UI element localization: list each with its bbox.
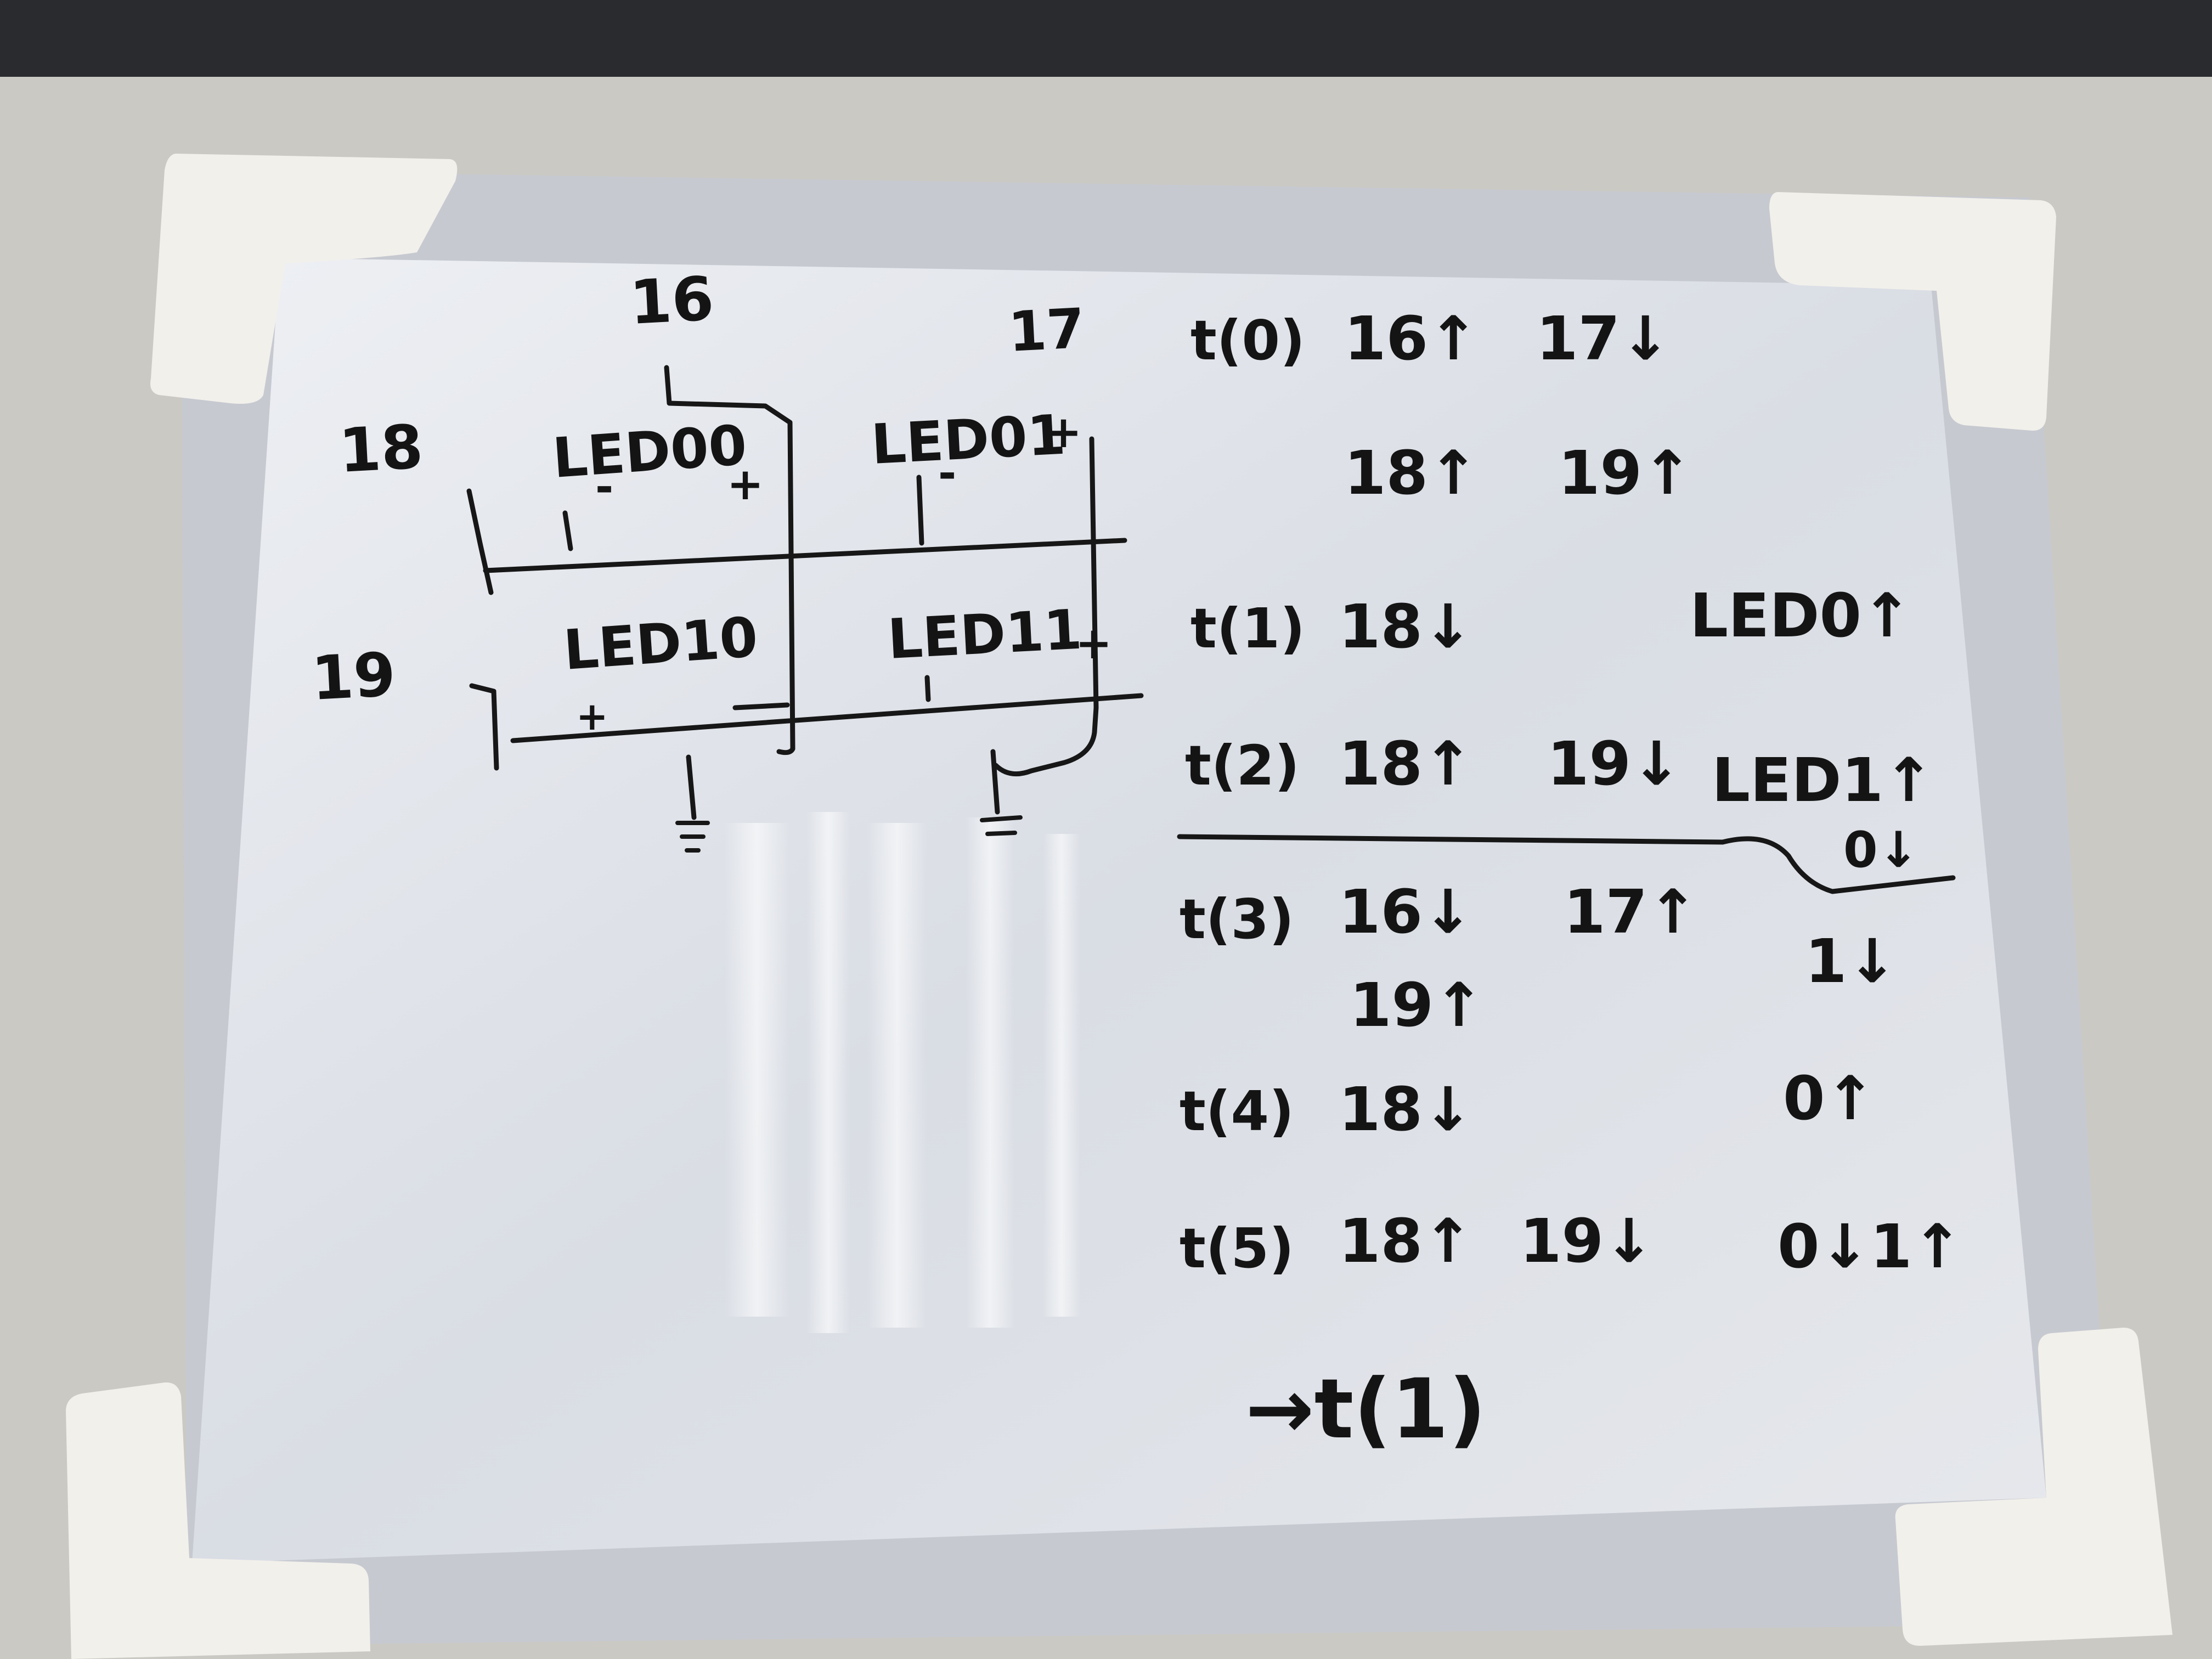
t3-item-3: 19↑ xyxy=(1350,970,1484,1040)
t4-item-1: 18↓ xyxy=(1339,1074,1473,1144)
t2-result: LED1↑ xyxy=(1712,745,1934,815)
corner-bottom-left xyxy=(66,1382,370,1659)
t0-item-4: 19↑ xyxy=(1558,438,1692,508)
timeline-notes: t(0) 16↑ 17↓ 18↑ 19↑ t(1) 18↓ LED0↑ t(2)… xyxy=(1177,303,1962,1457)
note-after-t2: 0↓ xyxy=(1843,821,1919,879)
light-glare xyxy=(724,812,1081,1333)
led11-lead xyxy=(924,675,931,702)
t5-item-2: 19↓ xyxy=(1520,1206,1654,1276)
divider-line xyxy=(1177,834,1956,894)
t1-result: LED0↑ xyxy=(1690,580,1912,651)
t0-item-2: 17↓ xyxy=(1536,303,1671,374)
led01-plus: + xyxy=(1045,407,1082,458)
led01-minus: - xyxy=(938,448,956,499)
t3-item-1: 16↓ xyxy=(1339,877,1473,947)
t1-time: t(1) xyxy=(1190,596,1305,661)
pin-18-label: 18 xyxy=(337,411,425,486)
t0-item-3: 18↑ xyxy=(1344,438,1479,508)
t5-item-1: 18↑ xyxy=(1339,1206,1473,1276)
pin-16-label: 16 xyxy=(628,263,716,338)
dark-device-edge xyxy=(0,0,2212,77)
wire-row19 xyxy=(510,693,1144,743)
pin-19-label: 19 xyxy=(310,639,398,714)
t0-time: t(0) xyxy=(1190,308,1305,373)
t3-result: 1↓ xyxy=(1805,926,1898,996)
led00-lead xyxy=(562,510,573,551)
ground-left-symbol xyxy=(675,821,710,853)
wire-row19-left xyxy=(469,683,499,771)
t0-item-1: 16↑ xyxy=(1344,303,1479,374)
ground-right-wire xyxy=(990,749,1000,815)
t2-time: t(2) xyxy=(1185,733,1300,798)
ground-right-symbol xyxy=(980,815,1023,836)
t3-time: t(3) xyxy=(1180,887,1294,951)
led01-label: LED01 xyxy=(870,403,1067,477)
wire-pin17 xyxy=(993,436,1099,777)
led11-label: LED11 xyxy=(886,597,1084,672)
t5-time: t(5) xyxy=(1180,1216,1294,1280)
led00-plus: + xyxy=(727,459,764,510)
wire-pin16 xyxy=(664,365,795,755)
led00-minus: - xyxy=(595,461,613,512)
t2-item-1: 18↑ xyxy=(1339,729,1473,799)
t1-item-1: 18↓ xyxy=(1339,591,1473,662)
led10-lead xyxy=(732,702,790,710)
corner-bottom-right xyxy=(1895,1328,2172,1646)
led01-lead xyxy=(916,475,924,546)
corner-top-left xyxy=(150,154,458,404)
wire-row18 xyxy=(483,538,1127,573)
led10-plus: + xyxy=(576,694,608,739)
t4-result: 0↑ xyxy=(1783,1063,1876,1133)
wire-row18-left xyxy=(466,488,494,595)
pin-17-label: 17 xyxy=(1007,296,1086,364)
loop-note: →t(1) xyxy=(1245,1362,1486,1457)
corner-top-right xyxy=(1769,192,2056,431)
circuit-diagram xyxy=(466,365,1144,853)
board-surface xyxy=(192,258,2046,1564)
t3-item-2: 17↑ xyxy=(1564,877,1698,947)
ground-left-wire xyxy=(686,754,697,820)
t5-result: 0↓1↑ xyxy=(1778,1211,1962,1282)
t2-item-2: 19↓ xyxy=(1547,729,1681,799)
t4-time: t(4) xyxy=(1180,1079,1294,1143)
led00-label: LED00 xyxy=(551,413,749,490)
led10-label: LED10 xyxy=(562,605,760,682)
led11-plus: + xyxy=(1075,618,1112,669)
